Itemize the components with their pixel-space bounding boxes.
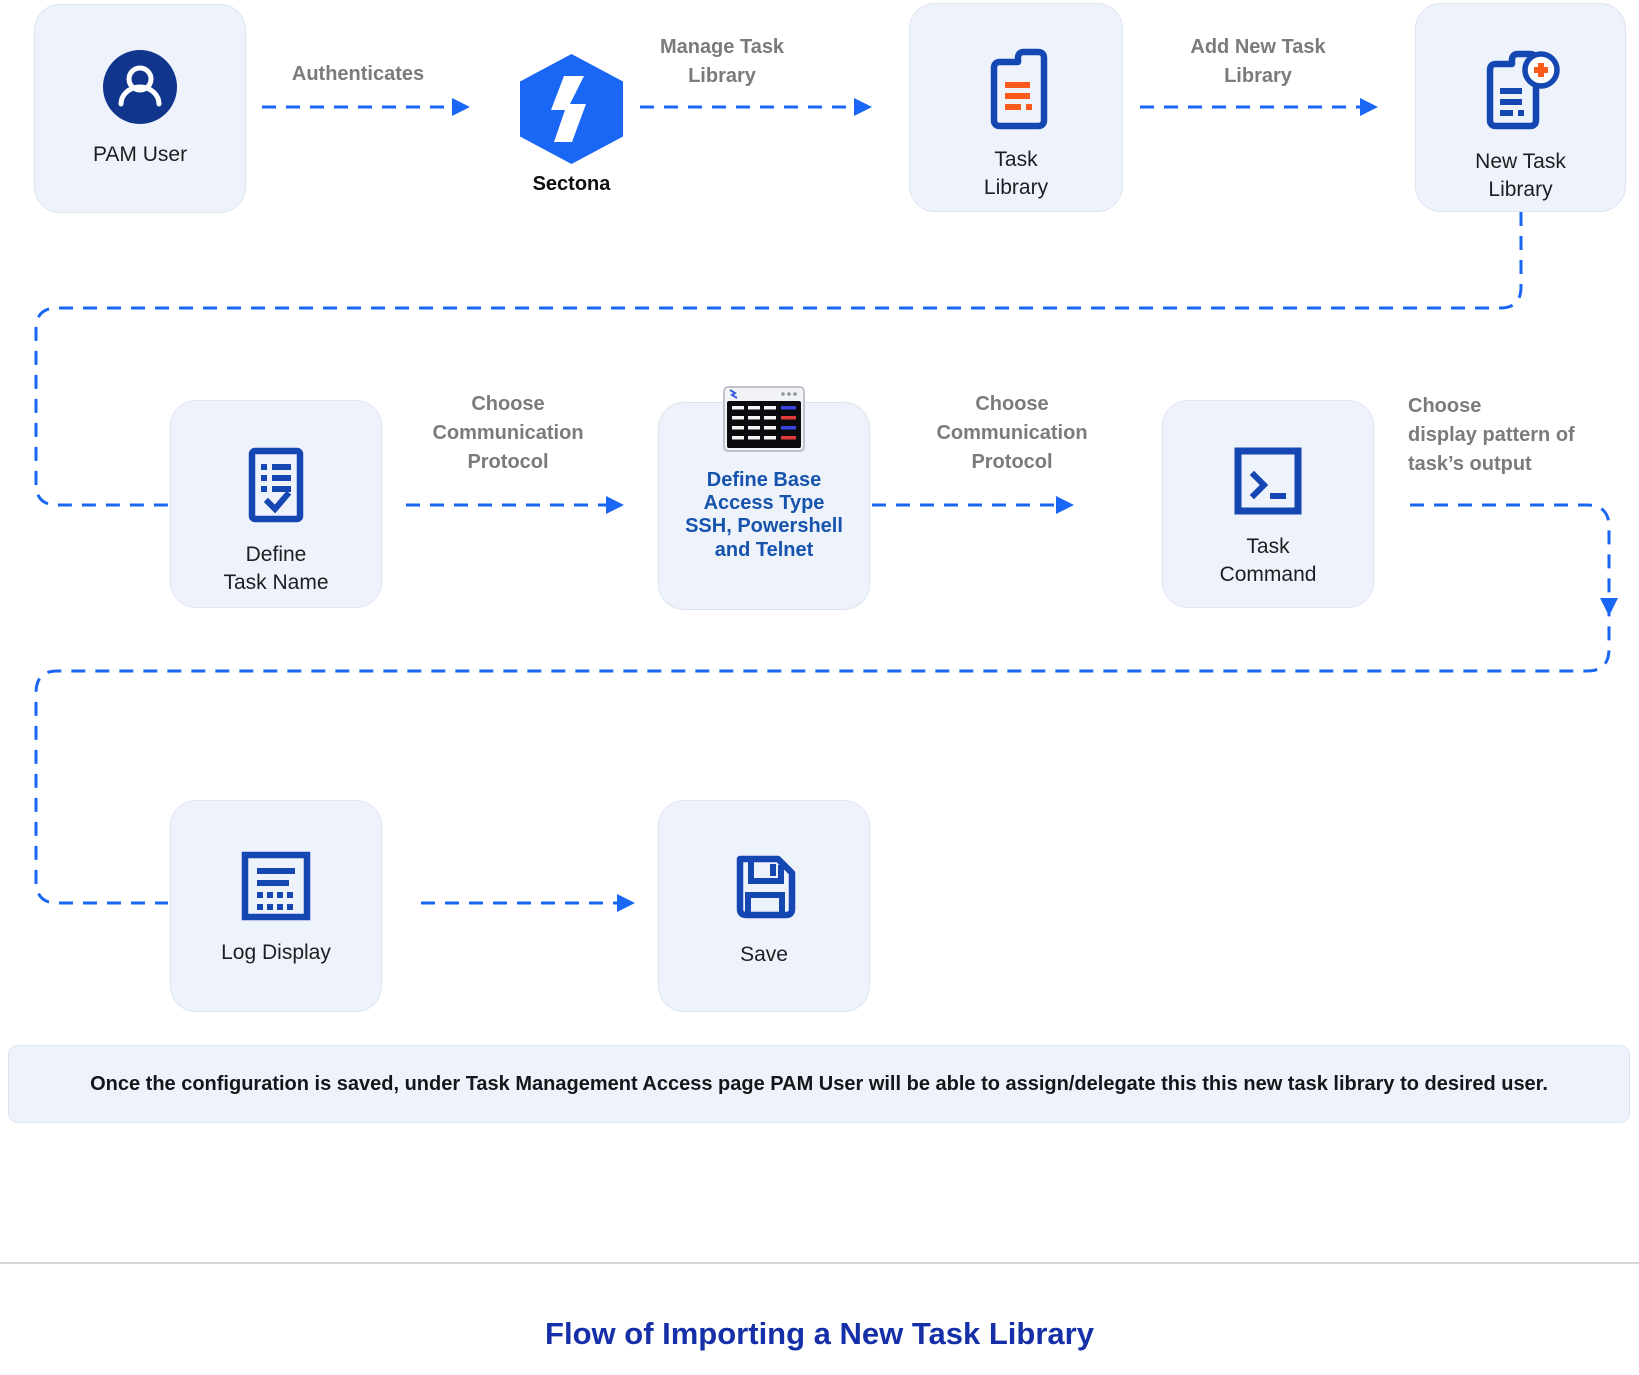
node-label: Save [740, 943, 788, 966]
document-icon [990, 48, 1048, 130]
node-label: Log Display [221, 941, 331, 964]
log-icon [241, 851, 311, 921]
diagram-title: Flow of Importing a New Task Library [545, 1316, 1094, 1351]
edge-label-choose-protocol-left: Choose Communication Protocol [432, 393, 584, 473]
node-save: Save [658, 800, 870, 1012]
node-task-command: Task Command [1162, 400, 1374, 608]
node-label: Define Task Name [223, 543, 329, 594]
divider [0, 1262, 1639, 1264]
edge-label-authenticates: Authenticates [291, 63, 425, 85]
edge-label-choose-display-pattern: Choose display pattern of task’s output [1408, 395, 1575, 475]
node-label: New Task Library [1475, 150, 1566, 201]
info-banner-text: Once the configuration is saved, under T… [90, 1072, 1548, 1095]
document-add-icon [1486, 50, 1560, 130]
node-define-task-name: Define Task Name [170, 400, 382, 608]
node-define-base-access: Define Base Access Type SSH, Powershell … [658, 386, 870, 610]
info-banner: Once the configuration is saved, under T… [8, 1045, 1630, 1123]
sectona-logo-icon [520, 54, 623, 164]
checklist-icon [248, 447, 304, 523]
edge-label-manage-task-library: Manage Task Library [659, 36, 785, 87]
user-icon [103, 50, 177, 124]
edge-label-choose-protocol-right: Choose Communication Protocol [936, 393, 1088, 473]
edge-label-add-new-task-library: Add New Task Library [1190, 36, 1326, 87]
node-new-task-library: New Task Library [1415, 3, 1626, 212]
node-task-library: Task Library [909, 3, 1123, 212]
save-icon [736, 855, 796, 919]
node-label: Sectona [532, 173, 611, 195]
node-label: Define Base Access Type SSH, Powershell … [685, 469, 843, 561]
node-label: Task Command [1219, 535, 1317, 586]
node-log-display: Log Display [170, 800, 382, 1012]
node-sectona: Sectona [520, 54, 623, 196]
node-pam-user: PAM User [34, 4, 246, 213]
terminal-window-image [723, 386, 805, 452]
terminal-icon [1234, 447, 1302, 515]
node-label: PAM User [92, 143, 188, 166]
node-label: Task Library [983, 148, 1049, 199]
